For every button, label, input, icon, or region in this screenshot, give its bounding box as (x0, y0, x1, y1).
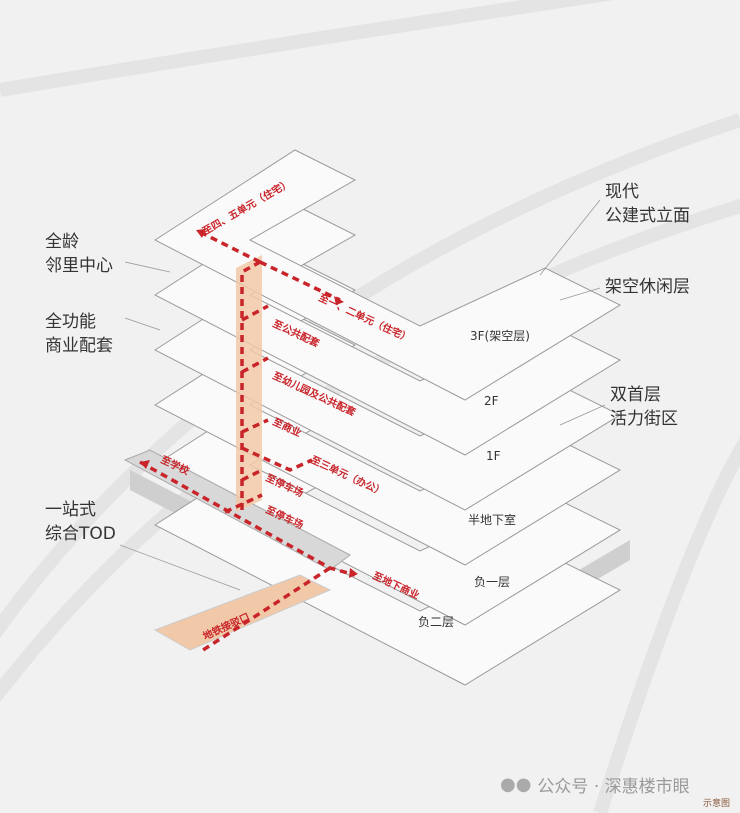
floor-label: 1F (486, 449, 501, 463)
callout-lines (119, 199, 606, 591)
label-tod: 一站式综合TOD (45, 500, 116, 544)
label-neighborhood-center: 全龄邻里中心 (45, 232, 113, 276)
floor-label: 负一层 (474, 575, 510, 589)
wechat-icon: ●● (500, 774, 532, 795)
watermark: ●● 公众号 · 深惠楼市眼 (500, 774, 690, 797)
label-commercial: 全功能商业配套 (45, 312, 113, 356)
schematic-note: 示意图 (703, 799, 731, 809)
label-facade: 现代公建式立面 (605, 182, 690, 226)
floor-label: 3F(架空层) (470, 329, 530, 343)
floor-label: 2F (484, 394, 499, 408)
label-stilt-floor: 架空休闲层 (605, 277, 690, 297)
subway-link (153, 574, 332, 651)
floor-label: 负二层 (418, 615, 454, 629)
floor-label: 半地下室 (468, 512, 516, 527)
floor-slab (154, 149, 622, 401)
circulation-route (139, 230, 356, 654)
label-dual-ground: 双首层活力街区 (610, 385, 678, 429)
